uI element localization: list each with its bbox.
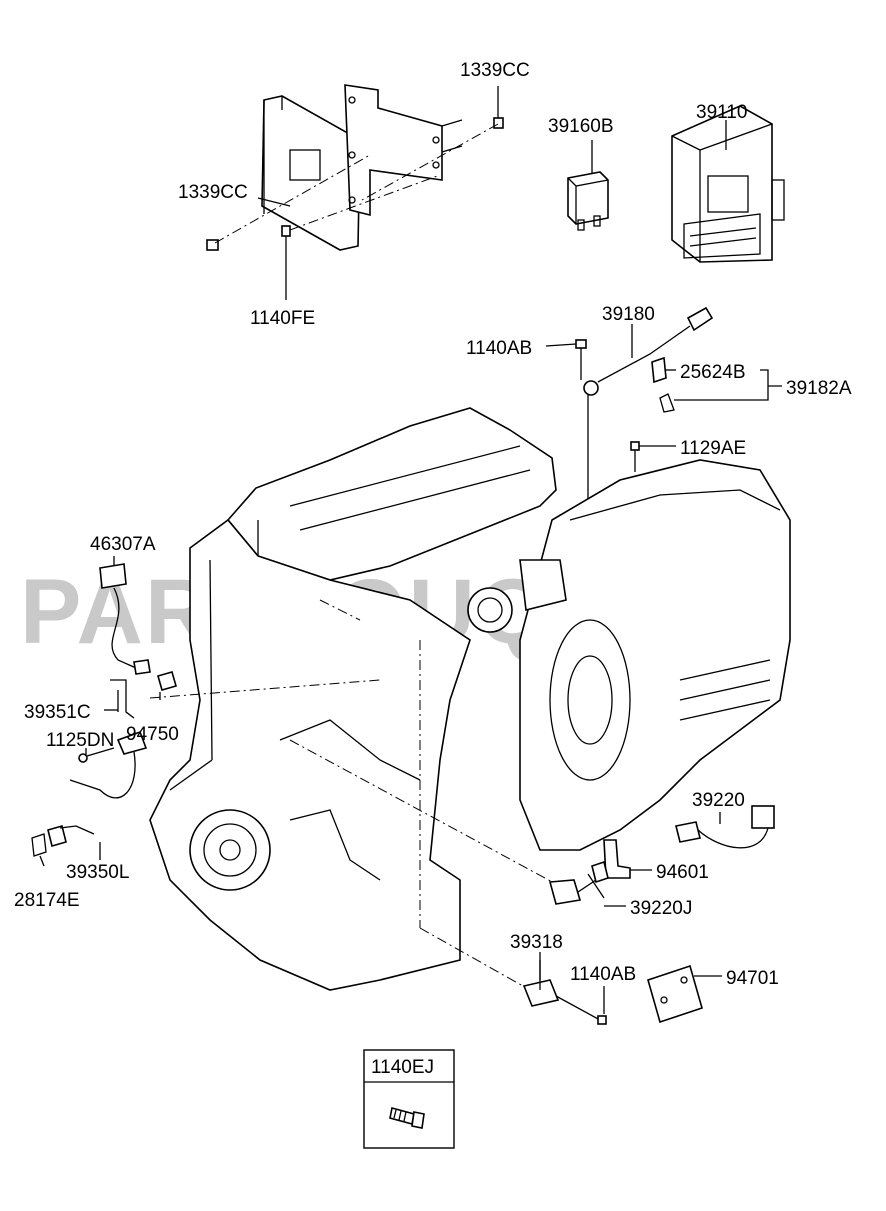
part-label-39182A[interactable]: 39182A	[786, 378, 852, 399]
part-label-46307A[interactable]: 46307A	[90, 534, 156, 555]
part-label-1125DN[interactable]: 1125DN	[46, 730, 114, 751]
ecu-bracket-assembly[interactable]	[261, 84, 463, 251]
part-label-1140AB-top[interactable]: 1140AB	[466, 338, 532, 359]
part-label-39220[interactable]: 39220	[692, 790, 745, 811]
leader-dashed	[319, 599, 361, 621]
oxygen-sensor-icon[interactable]	[548, 860, 609, 905]
clip-icon[interactable]	[651, 356, 667, 384]
oxygen-sensor-icon[interactable]	[675, 805, 775, 849]
leader-dashed	[289, 174, 441, 231]
part-label-94750[interactable]: 94750	[126, 724, 179, 745]
part-label-1339CC-left[interactable]: 1339CC	[178, 182, 248, 203]
part-label-25624B[interactable]: 25624B	[680, 362, 746, 383]
bolt-icon[interactable]	[78, 747, 115, 763]
part-label-39318[interactable]: 39318	[510, 932, 563, 953]
inset-label: 1140EJ	[371, 1057, 434, 1078]
screw-icon	[389, 1107, 425, 1129]
part-label-39350L[interactable]: 39350L	[66, 862, 129, 883]
relay-icon[interactable]	[567, 171, 609, 231]
ecu-module-icon[interactable]	[671, 105, 785, 263]
bolt-icon[interactable]	[555, 995, 607, 1025]
sensor-icon[interactable]	[583, 306, 714, 505]
plate-icon[interactable]	[647, 964, 703, 1024]
part-label-1339CC[interactable]: 1339CC	[460, 60, 530, 81]
part-label-39110[interactable]: 39110	[696, 102, 747, 123]
sensor-connector-icon[interactable]	[47, 825, 95, 847]
leader-dashed	[214, 154, 371, 244]
bracket-icon[interactable]	[603, 839, 631, 879]
callout-leaders	[39, 86, 782, 1014]
sensor-icon[interactable]	[69, 730, 148, 799]
leader-dashed	[419, 927, 531, 991]
bolt-icon[interactable]	[281, 225, 291, 264]
part-label-39351C[interactable]: 39351C	[24, 702, 91, 723]
leader-dashed	[361, 123, 499, 201]
nut-icon[interactable]	[206, 239, 219, 251]
inset-box[interactable]: 1140EJ	[363, 1049, 455, 1149]
nut-icon[interactable]	[493, 117, 504, 129]
bolt-icon[interactable]	[575, 339, 587, 380]
part-label-39220J[interactable]: 39220J	[630, 898, 692, 919]
part-label-94601[interactable]: 94601	[656, 862, 709, 883]
part-label-28174E[interactable]: 28174E	[14, 890, 80, 911]
leader-dashed	[149, 679, 381, 699]
part-label-39180[interactable]: 39180	[602, 304, 655, 325]
part-label-39160B[interactable]: 39160B	[548, 116, 614, 137]
clip-icon[interactable]	[659, 393, 675, 413]
engine-assembly	[149, 407, 791, 991]
part-label-94701[interactable]: 94701	[726, 968, 779, 989]
bolt-icon[interactable]	[630, 441, 640, 472]
part-label-1140AB-bottom[interactable]: 1140AB	[570, 964, 636, 985]
sensor-icon[interactable]	[157, 671, 177, 691]
sensor-connector-icon[interactable]	[99, 563, 151, 675]
clip-icon[interactable]	[31, 833, 47, 857]
part-label-1140FE[interactable]: 1140FE	[250, 308, 315, 329]
sensor-icon[interactable]	[522, 960, 560, 1007]
part-label-1129AE[interactable]: 1129AE	[680, 438, 746, 459]
clip-icon[interactable]	[110, 679, 135, 719]
